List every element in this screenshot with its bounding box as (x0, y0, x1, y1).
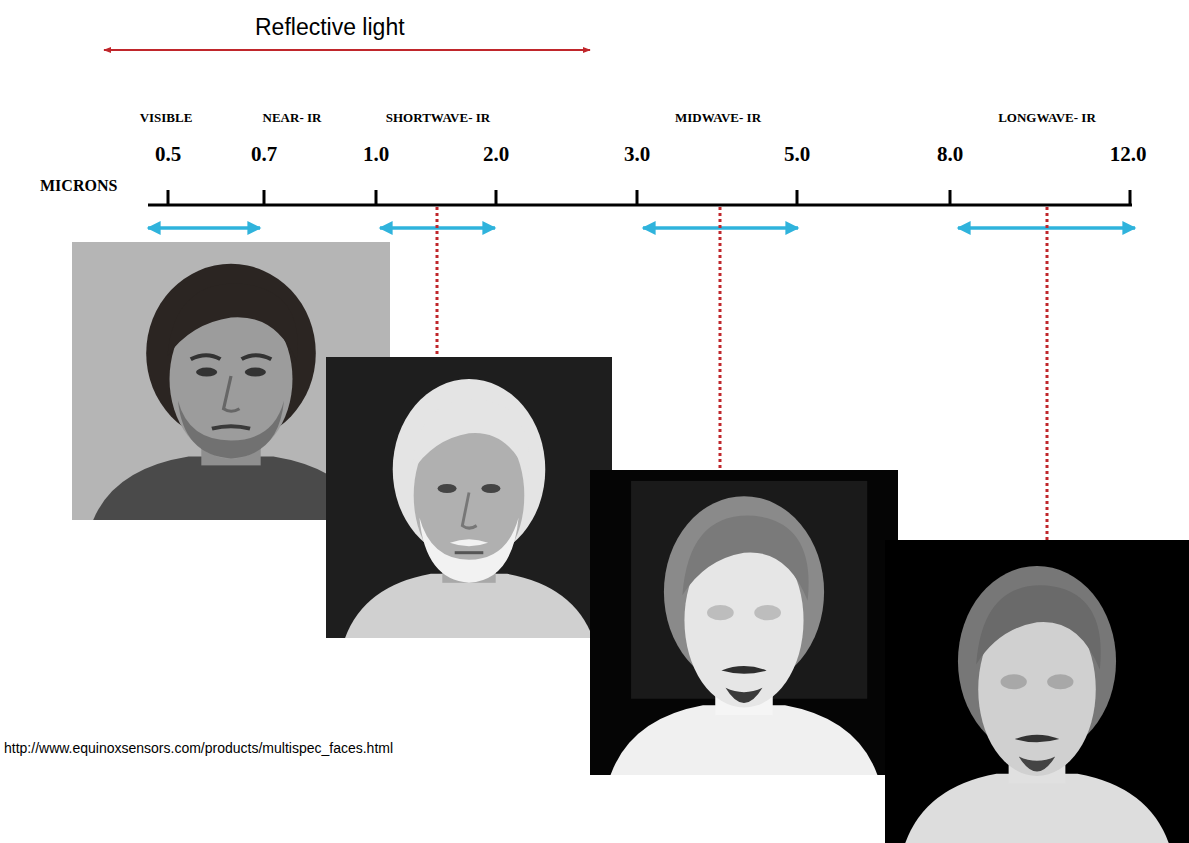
midwave-ir-face-photo (590, 470, 898, 775)
tick-value: 0.5 (155, 142, 181, 166)
tick-value: 8.0 (937, 142, 963, 166)
range-title: Reflective light (255, 14, 405, 40)
longwave-ir-face-photo (885, 540, 1189, 843)
wavelength-axis (148, 190, 1132, 205)
tick-value: 0.7 (251, 142, 277, 166)
band-name: SHORTWAVE- IR (386, 111, 490, 126)
tick-value: 2.0 (483, 142, 509, 166)
reflective-range-arrow (104, 49, 590, 51)
tick-value: 1.0 (363, 142, 389, 166)
tick-value: 3.0 (624, 142, 650, 166)
source-url: http://www.equinoxsensors.com/products/m… (4, 740, 393, 756)
shortwave-ir-face-photo (326, 357, 612, 638)
band-name: VISIBLE (140, 111, 193, 126)
tick-value: 12.0 (1110, 142, 1147, 166)
tick-value: 5.0 (784, 142, 810, 166)
band-name: MIDWAVE- IR (675, 111, 761, 126)
band-name: NEAR- IR (263, 111, 322, 126)
band-arrows (148, 226, 1135, 230)
axis-unit: MICRONS (40, 177, 117, 195)
band-name: LONGWAVE- IR (998, 111, 1096, 126)
